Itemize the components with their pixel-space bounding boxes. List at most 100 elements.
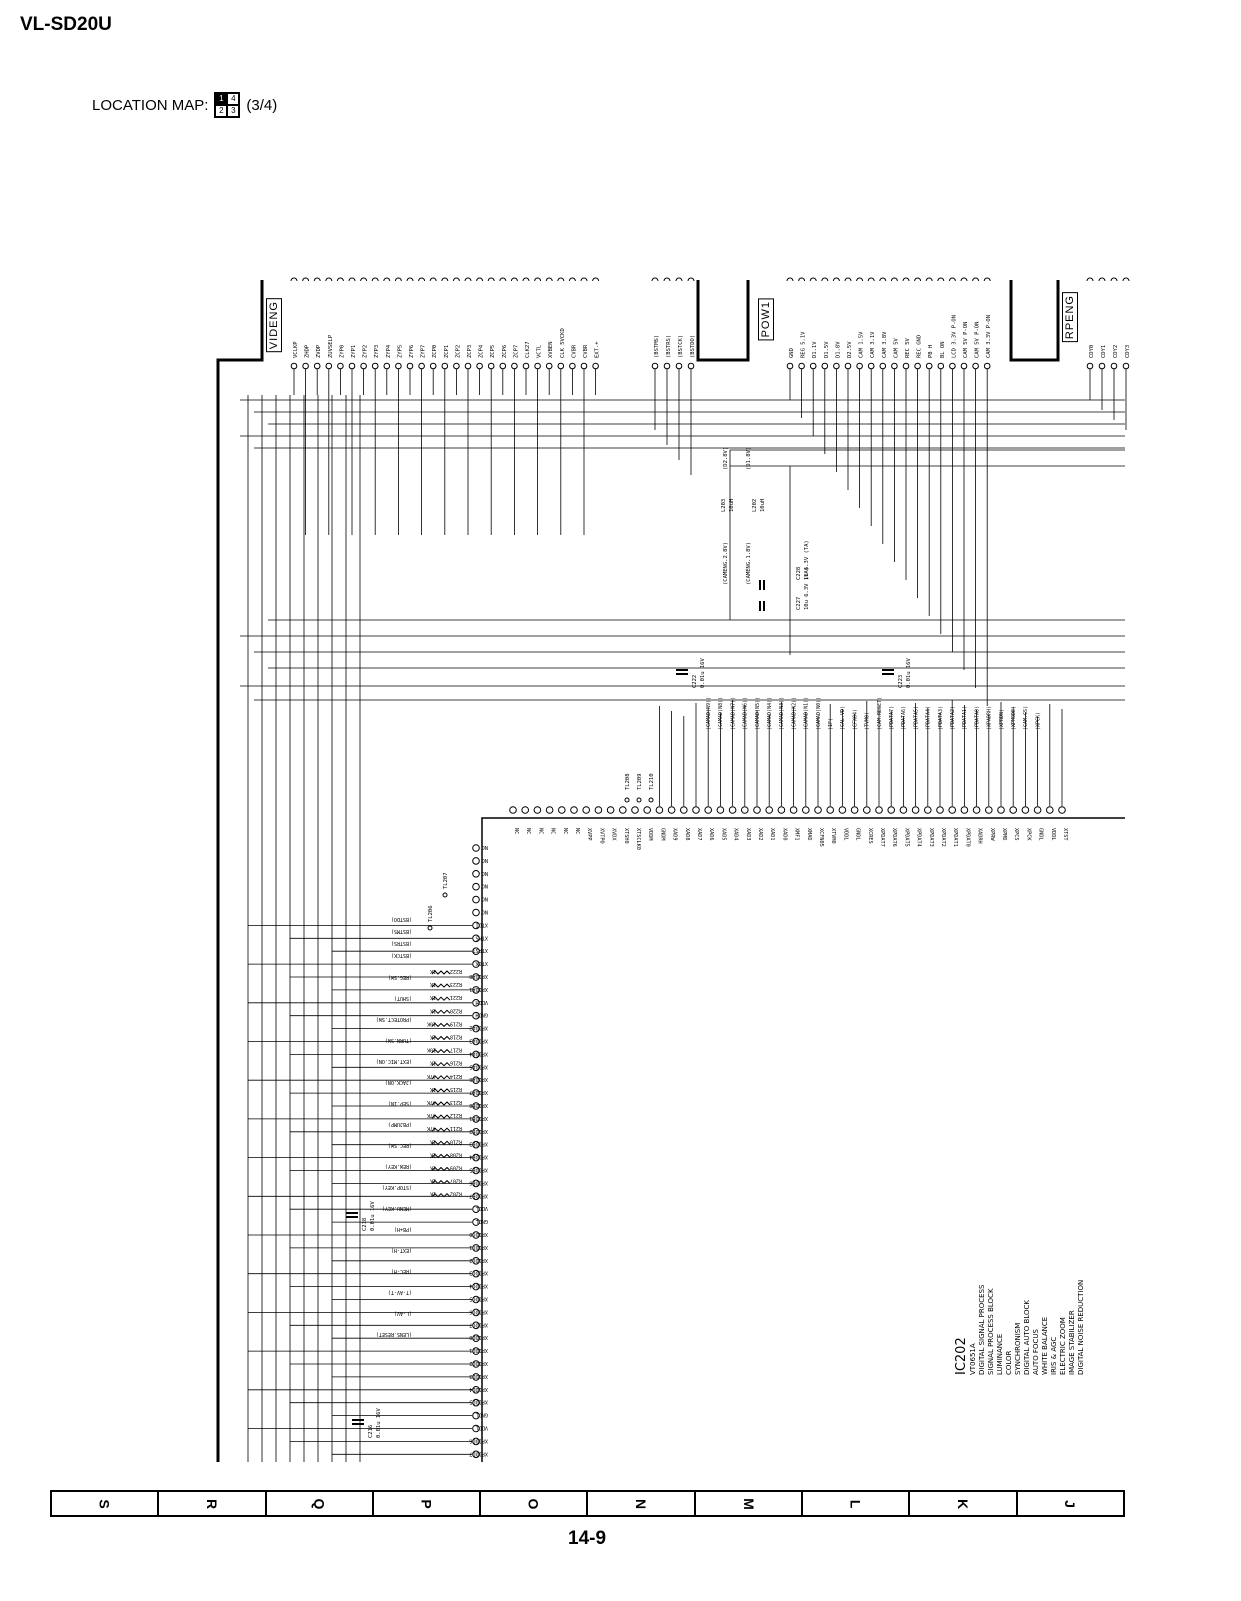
net-label-cam-bus: (CAMAD(N9)) [706, 697, 712, 730]
ic-left-pin-label: XTDI [476, 921, 489, 927]
videng-pin-arc [418, 277, 426, 282]
videng-pin-terminal [360, 362, 367, 370]
pow1-pin-label: PB H [928, 345, 934, 358]
capacitor-c218-ref: C218 [362, 1218, 368, 1231]
pow1-pin-arc [972, 277, 980, 282]
vidextra-pin-arc [687, 277, 695, 282]
ic-desc-line: SYNCHRONISM [1014, 1322, 1022, 1375]
ic-left-pin-label: VDDH [476, 999, 489, 1005]
ic-left-pin-label: XP1DD6 [469, 1437, 488, 1443]
ic-top-pin [582, 806, 591, 814]
videng-pin-label: VCTL [537, 344, 543, 358]
videng-pin-terminal [429, 362, 437, 370]
grid-column-n: N [588, 1492, 696, 1515]
pow1-pin-arc [890, 277, 898, 282]
vidextra-pin-arc [663, 277, 671, 282]
connector-label-rpeng: RPENG [1062, 292, 1078, 343]
net-label-left: (LENS.RESET) [376, 1331, 412, 1337]
pow1-pin-terminal [821, 362, 829, 370]
ic-left-pin-label: XP1DB5 [469, 1167, 488, 1173]
label-tl207: TL207 [443, 872, 449, 889]
ic-desc-line: IRIS & AGC [1050, 1336, 1058, 1375]
videng-pin-terminal [476, 362, 483, 370]
grid-column-r: R [159, 1492, 267, 1515]
ic-left-pin-label: XP1DB0 [469, 1102, 488, 1108]
ic-left-pin [472, 1386, 480, 1394]
videng-pin-terminal [313, 362, 321, 370]
net-label-cam-bus: (XPRDN) [999, 709, 1005, 730]
net-label-left: (EXT-H) [391, 1247, 412, 1253]
videng-pin-label: ZUVSELP [328, 334, 334, 358]
net-label-cam-bus: (CAL.VD) [840, 706, 846, 730]
ic-left-pin [472, 1063, 480, 1072]
pow1-pin-arc [867, 277, 875, 282]
ic-left-pin [472, 934, 480, 943]
net-label-cam-bus: (PDATA6) [901, 706, 907, 730]
resistor-val: 1K [430, 1086, 436, 1092]
pow1-pin-arc [856, 277, 864, 282]
pow1-pin-label: D2.5V [847, 341, 853, 358]
pow1-pin-arc [937, 277, 945, 282]
ic-top-pin-label: XVPP [586, 828, 592, 841]
pow1-pin-label: CAM 3.8V [882, 331, 888, 358]
ic-left-pin-label: NC [482, 896, 488, 902]
ic-top-pin [985, 806, 993, 814]
ic-top-pin-label: XPDAT6 [891, 828, 897, 847]
ic-left-pin-label: XP1DD0 [469, 1334, 488, 1340]
ic-top-pin [838, 806, 847, 814]
ic-left-pin [472, 1179, 480, 1188]
videng-pin-terminal [441, 362, 449, 370]
ic-left-pin-label: XP1DD4 [469, 1386, 488, 1392]
ic-desc-line: ELECTRIC ZOOM [1059, 1317, 1067, 1375]
pow1-pin-terminal [809, 362, 817, 370]
ic-top-pin-label: XAD6 [708, 828, 714, 841]
ic-top-pin [972, 806, 981, 814]
ic-top-pin [875, 806, 883, 814]
net-label-cam-bus: (XPMODE) [1011, 706, 1017, 730]
ic-left-pin-label: NC [482, 870, 488, 876]
ic-left-pin [472, 1050, 480, 1059]
rpeng-pin-arc [1122, 277, 1130, 282]
grid-column-letter: Q [311, 1498, 328, 1509]
capacitor-c222-val: 0.01u 16V [700, 658, 706, 688]
videng-pin-label: ZYP2 [363, 345, 369, 358]
vidextra-pin-terminal [651, 362, 659, 370]
testpoint-tl209 [636, 797, 642, 803]
ic-top-pin-label: XPCS [1013, 828, 1019, 841]
pow1-pin-terminal [786, 362, 794, 370]
ic-top-pin-label: XPMD [1001, 828, 1007, 841]
grid-column-letter: P [418, 1498, 435, 1509]
net-label-left: (PBJUMP) [388, 1121, 412, 1127]
ic-top-pin [741, 806, 749, 814]
net-label-left: (BSTDO) [391, 916, 412, 922]
ic-top-pin [570, 806, 578, 814]
label-c228-val: 1u 6.3V (TA) [804, 540, 810, 580]
vidextra-pin-arc [651, 277, 659, 282]
ic-left-pin-label: XTRST [472, 947, 488, 953]
resistor-val: 1K [430, 968, 436, 974]
videng-pin-terminal [464, 362, 472, 370]
videng-pin-terminal [418, 362, 425, 370]
rpeng-pin-label: CDY2 [1113, 345, 1119, 358]
ic-left-pin [472, 1140, 480, 1149]
ic-top-pin [850, 806, 859, 814]
resistor-zigzag [431, 1192, 451, 1198]
resistor-val: 1K [430, 1060, 436, 1066]
ic-left-pin [472, 1295, 480, 1304]
pow1-pin-label: LCD 3.3V P-ON [951, 315, 957, 358]
videng-pin-terminal [395, 362, 402, 370]
ic-left-pin-label: XP1DA7 [469, 1089, 488, 1095]
resistor-zigzag [431, 970, 451, 975]
rpeng-pin-arc [1098, 277, 1106, 282]
capacitor-c223-val: 0.01u 16V [906, 658, 912, 688]
ic-left-pin [472, 908, 480, 917]
grid-column-m: M [696, 1492, 804, 1515]
ic-top-pin-label: XAD4 [733, 828, 739, 841]
videng-pin-arc [580, 277, 588, 282]
ic-left-pin-label: NC [482, 909, 488, 915]
pow1-pin-label: REG 5.1V [801, 331, 807, 358]
rpeng-pin-arc [1086, 277, 1094, 282]
grid-column-s: S [52, 1492, 160, 1515]
rpeng-pin-terminal [1086, 362, 1094, 370]
